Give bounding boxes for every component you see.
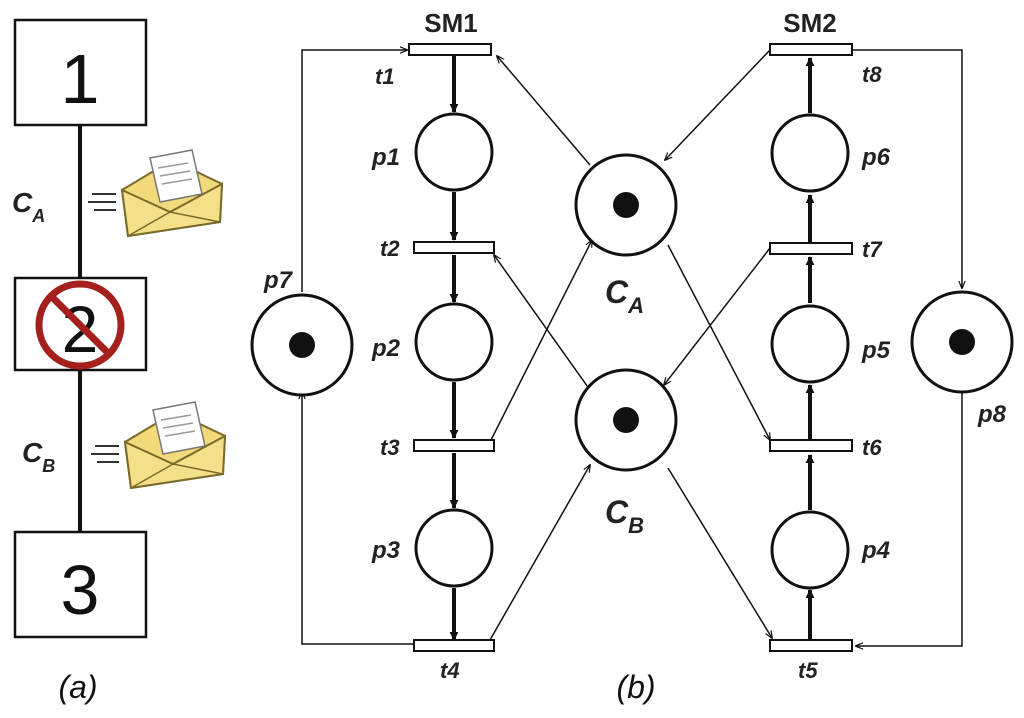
- transition-t3: [413, 439, 495, 452]
- station-1: 1: [13, 18, 148, 127]
- label-p1: p1: [371, 144, 400, 171]
- label-p3: p3: [371, 537, 401, 564]
- transitions: [408, 43, 853, 652]
- label-t4: t4: [440, 658, 460, 683]
- envelope-b-icon: [91, 401, 227, 490]
- place-p5: [770, 304, 850, 384]
- station-2: 2: [13, 276, 148, 372]
- label-p4: p4: [861, 537, 890, 564]
- label-p2: p2: [371, 335, 401, 362]
- transition-t6: [769, 439, 853, 452]
- panel-b: SM1 SM2 p1 p2 p3 p4 p5 p6 p7 p8 t1 t2 t3…: [250, 8, 1014, 705]
- station-3-label: 3: [61, 551, 100, 629]
- label-p5: p5: [861, 337, 891, 364]
- label-t2: t2: [380, 236, 400, 261]
- p8-loop-arcs: [852, 49, 962, 646]
- label-cb: CB: [605, 494, 644, 538]
- label-t6: t6: [862, 435, 882, 460]
- label-t8: t8: [862, 62, 882, 87]
- p7-loop-arcs: [302, 50, 414, 645]
- envelope-a-icon: [88, 149, 224, 238]
- label-t3: t3: [380, 435, 400, 460]
- token-p8: [949, 329, 975, 355]
- transition-t7: [769, 242, 853, 255]
- label-p7: p7: [263, 267, 294, 294]
- label-t1: t1: [375, 64, 395, 89]
- tokens: [289, 192, 975, 433]
- label-p6: p6: [861, 144, 891, 171]
- token-ca: [613, 192, 639, 218]
- place-p2: [414, 302, 494, 382]
- prohibited-icon: [35, 280, 125, 370]
- channel-b-label: CB: [22, 437, 55, 476]
- label-p8: p8: [977, 401, 1007, 428]
- label-ca: CA: [605, 274, 644, 318]
- places: [250, 112, 1014, 590]
- place-p1: [414, 112, 494, 192]
- label-t5: t5: [798, 658, 818, 683]
- place-p3: [414, 508, 494, 588]
- machine-sm1-label: SM1: [424, 8, 477, 38]
- transition-t2: [413, 241, 495, 254]
- panel-a: 1 2 3 CA CB: [12, 18, 227, 705]
- transition-t5: [769, 639, 853, 652]
- resource-arcs: [489, 49, 772, 641]
- transition-t8: [769, 43, 853, 56]
- token-p7: [289, 332, 315, 358]
- channel-a-label: CA: [12, 187, 45, 226]
- station-1-label: 1: [61, 40, 100, 118]
- place-p6: [770, 113, 850, 193]
- token-cb: [613, 407, 639, 433]
- transition-t4: [413, 639, 495, 652]
- label-t7: t7: [862, 237, 883, 262]
- caption-a: (a): [58, 669, 97, 705]
- caption-b: (b): [616, 669, 655, 705]
- place-p4: [770, 510, 850, 590]
- transition-t1: [408, 43, 492, 56]
- machine-sm2-label: SM2: [783, 8, 836, 38]
- station-3: 3: [13, 530, 148, 639]
